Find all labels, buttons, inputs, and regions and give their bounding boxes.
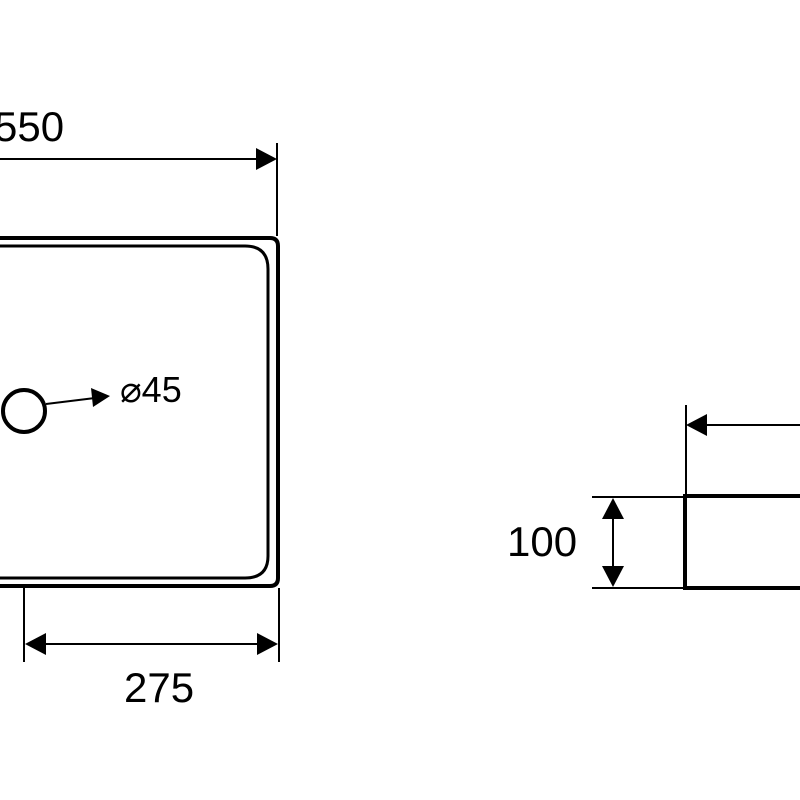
- drain-diameter-label: ⌀45: [120, 369, 182, 410]
- half-width-arrowhead-right: [257, 633, 278, 655]
- top-view: ⌀45 550 275: [0, 103, 280, 711]
- half-width-arrowhead-left: [25, 633, 46, 655]
- basin-outer-outline: [0, 236, 280, 588]
- width-arrowhead: [256, 148, 277, 170]
- height-label: 100: [507, 518, 577, 565]
- height-arrowhead-top: [602, 498, 624, 519]
- half-width-label: 275: [124, 664, 194, 711]
- drain-leader-arrowhead: [91, 388, 110, 407]
- drain-leader-line: [45, 397, 96, 405]
- height-arrowhead-bottom: [602, 566, 624, 587]
- basin-inner-outline: [0, 244, 270, 580]
- side-profile-outline: [683, 494, 800, 590]
- drain-hole: [1, 388, 47, 434]
- side-view: 100: [507, 405, 800, 590]
- width-label: 550: [0, 103, 64, 150]
- side-width-arrowhead: [686, 414, 707, 436]
